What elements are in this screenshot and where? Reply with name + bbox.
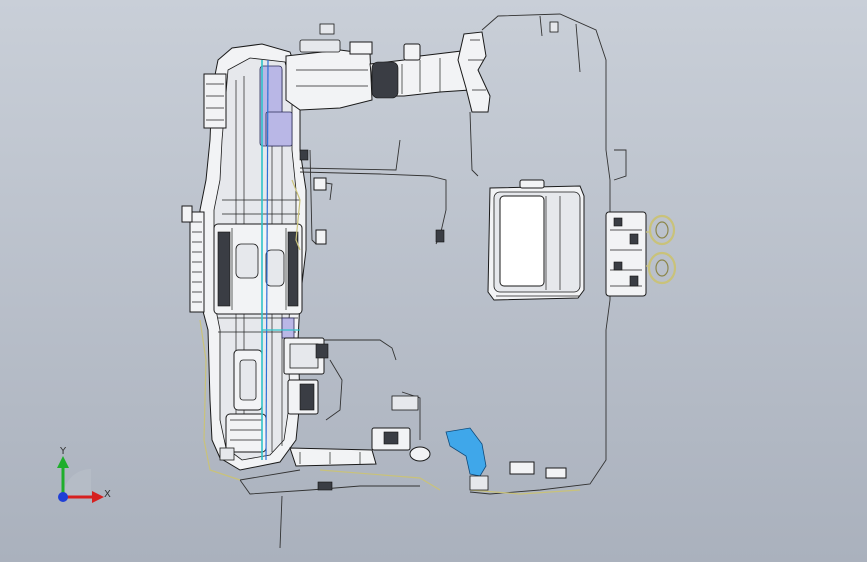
- wiring-trunk: [259, 59, 300, 461]
- blue-duct: [445, 427, 487, 477]
- connector-cluster-lower: [219, 337, 567, 491]
- connector-cluster-upper: [299, 21, 559, 245]
- coordinate-triad: Y X: [57, 446, 111, 503]
- instrument-panel-frame: [181, 43, 377, 471]
- triad-x-label: X: [104, 489, 111, 500]
- speaker-module: [605, 211, 677, 297]
- display-unit: [487, 179, 585, 301]
- triad-y-label: Y: [59, 446, 67, 457]
- top-duct-assembly: [285, 23, 491, 113]
